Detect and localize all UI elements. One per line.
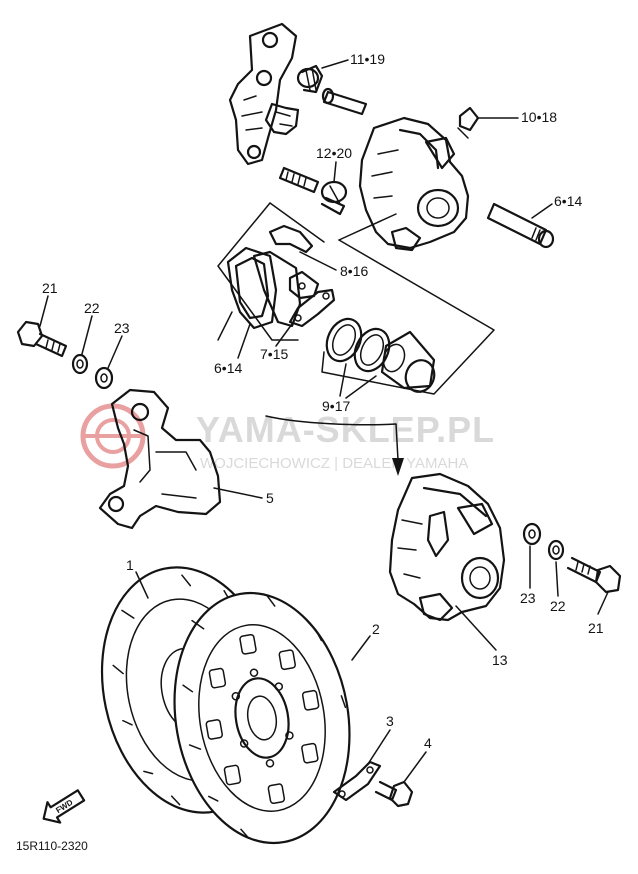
label-23-right: 23	[520, 590, 536, 606]
label-8-16: 8•16	[340, 263, 368, 279]
forward-arrow-icon: FWD	[42, 789, 86, 824]
label-10-18: 10•18	[521, 109, 557, 125]
label-13: 13	[492, 652, 508, 668]
watermark-title: YAMA-SKLEP.PL	[196, 409, 495, 450]
plain-washer-right	[522, 522, 542, 546]
dust-boot-lower	[320, 180, 348, 216]
callout-labels: 11•19 10•18 12•20 6•14 8•16 21 22 23 6•1…	[16, 51, 604, 853]
bolt-left	[16, 320, 68, 358]
plain-washer-left	[94, 366, 114, 390]
label-5: 5	[266, 490, 274, 506]
disc-bolt	[374, 780, 414, 808]
caliper-piston	[380, 330, 436, 393]
caliper-assembly	[388, 472, 506, 622]
piston-seal-outer	[325, 317, 363, 363]
brake-disc-2	[173, 591, 351, 845]
pad-shim	[268, 224, 320, 300]
label-12-20: 12•20	[316, 145, 352, 161]
brake-pad-front	[226, 246, 278, 330]
label-3: 3	[386, 713, 394, 729]
label-21-left: 21	[42, 280, 58, 296]
pad-clip	[288, 288, 336, 328]
spring-washer-right	[547, 539, 565, 561]
label-4: 4	[424, 735, 432, 751]
label-1: 1	[126, 557, 134, 573]
assembly-arrow	[265, 415, 404, 476]
label-6-14-pad: 6•14	[214, 360, 242, 376]
label-22-left: 22	[84, 300, 100, 316]
guide-bolt-small	[278, 166, 320, 194]
caliper-pin-long	[486, 202, 555, 249]
pad-spring-clip	[264, 102, 300, 136]
label-22-right: 22	[550, 598, 566, 614]
label-7-15: 7•15	[260, 346, 288, 362]
caliper-body-top	[358, 116, 470, 252]
group-outline-pistons	[321, 239, 495, 395]
label-11-19: 11•19	[350, 51, 385, 67]
bolt-right	[566, 556, 622, 594]
label-6-14-pin: 6•14	[554, 193, 582, 209]
spring-washer-left	[71, 353, 89, 375]
label-9-17: 9•17	[322, 398, 350, 414]
caliper-bracket-mount	[98, 388, 222, 530]
bolt-lock-plate	[332, 760, 382, 802]
guide-pin-upper	[321, 87, 368, 116]
diagram-code: 15R110-2320	[16, 839, 88, 853]
watermark-subtitle: WOJCIECHOWICZ | DEALER YAMAHA	[200, 455, 468, 472]
label-21-right: 21	[588, 620, 604, 636]
piston-seal-inner	[353, 327, 391, 373]
bleeder-screw	[457, 106, 480, 139]
watermark-logo-icon	[80, 403, 146, 469]
group-outline-pads	[217, 202, 397, 341]
dust-boot-upper	[296, 64, 324, 94]
label-23-left: 23	[114, 320, 130, 336]
watermark: YAMA-SKLEP.PL WOJCIECHOWICZ | DEALER YAM…	[80, 403, 495, 472]
leader-lines	[39, 59, 609, 783]
label-2: 2	[372, 621, 380, 637]
caliper-bracket-top	[228, 22, 298, 166]
